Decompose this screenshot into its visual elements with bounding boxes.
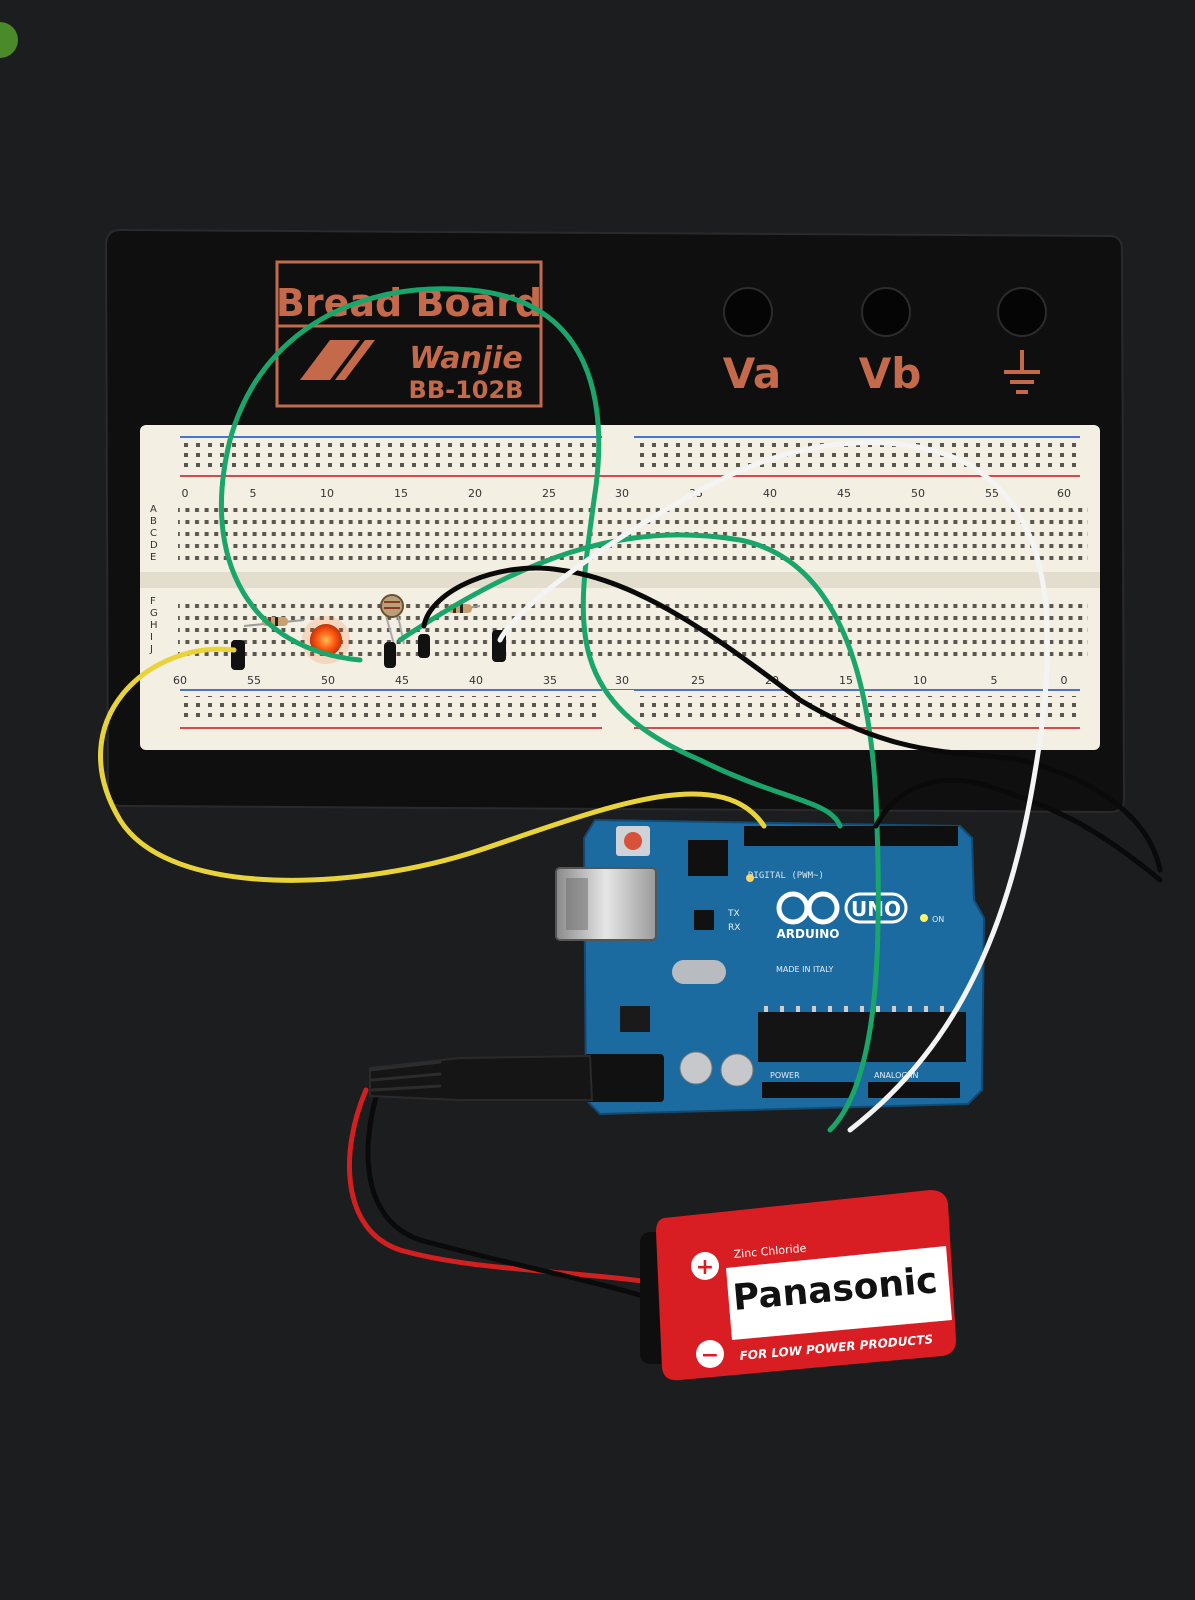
column-number: 30 <box>615 674 629 687</box>
top-column-numbers: 0 5 10 15 20 25 30 35 40 45 50 55 60 <box>182 487 1072 500</box>
plus-icon <box>691 1252 719 1280</box>
column-number: 25 <box>542 487 556 500</box>
column-number: 60 <box>1057 487 1071 500</box>
column-number: 20 <box>468 487 482 500</box>
microcontroller-chip <box>758 1006 966 1062</box>
plant-leaf <box>0 22 18 58</box>
on-label: ON <box>932 915 944 924</box>
battery-9v: + − Zinc Chloride Panasonic FOR LOW POWE… <box>640 1190 956 1381</box>
made-in-label: MADE IN ITALY <box>776 965 834 974</box>
usb-port <box>555 867 657 941</box>
rx-label: RX <box>728 923 740 933</box>
wire-red-battery <box>346 1087 653 1285</box>
digital-header: DIGITAL (PWM~) <box>744 826 958 881</box>
column-number: 15 <box>839 674 853 687</box>
wire-green-loop <box>219 286 843 829</box>
column-number: 10 <box>320 487 334 500</box>
column-number: 10 <box>913 674 927 687</box>
wire-black-battery <box>365 1087 653 1301</box>
led-l <box>746 874 754 882</box>
column-number: 40 <box>469 674 483 687</box>
battery-label-panel <box>726 1246 952 1340</box>
row-letter: A <box>150 504 157 515</box>
jumper-pin <box>384 642 396 668</box>
dc-power-jack <box>584 1054 664 1102</box>
reset-button-cap <box>624 832 642 850</box>
column-number: 55 <box>985 487 999 500</box>
column-number: 25 <box>691 674 705 687</box>
ground-icon <box>1004 350 1040 394</box>
battery-plus: + <box>696 1255 714 1280</box>
column-number: 0 <box>182 487 189 500</box>
led-red <box>302 616 350 664</box>
row-letter: C <box>150 528 157 539</box>
column-number: 40 <box>763 487 777 500</box>
wire-green-long <box>397 532 881 1133</box>
column-number: 5 <box>991 674 998 687</box>
battery-minus: − <box>701 1343 719 1368</box>
terminal-ground <box>997 287 1047 394</box>
jumper-pin <box>231 640 245 670</box>
digital-label: DIGITAL (PWM~) <box>748 871 824 881</box>
icsp-header <box>688 840 728 876</box>
tx-label: TX <box>727 909 740 919</box>
column-number: 0 <box>1061 674 1068 687</box>
wire-black-arduino <box>873 777 1163 883</box>
row-letter: D <box>150 540 158 551</box>
breadboard-logo: Bread Board Wanjie BB-102B <box>275 260 543 408</box>
column-number: 35 <box>543 674 557 687</box>
row-letter: E <box>150 552 156 563</box>
breadboard: Bread Board Wanjie BB-102B Va Vb <box>104 228 1126 814</box>
row-letters-left: A B C D E F G H I J <box>149 504 158 655</box>
wire-yellow <box>98 646 767 883</box>
battery-type: Zinc Chloride <box>733 1242 807 1261</box>
wire-black-breadboard <box>421 565 1163 873</box>
terminal-va-label: Va <box>723 349 782 398</box>
column-number: 30 <box>615 487 629 500</box>
arduino-uno-board: DIGITAL (PWM~) TX RX UNO ARDUINO ON MADE… <box>555 818 986 1116</box>
column-number: 60 <box>173 674 187 687</box>
wire-white <box>497 440 1050 1133</box>
row-letter: F <box>150 596 156 607</box>
terminal-vb-label: Vb <box>859 349 922 398</box>
column-number: 5 <box>250 487 257 500</box>
led-on <box>920 914 928 922</box>
row-letter: I <box>150 632 153 643</box>
column-number: 50 <box>911 487 925 500</box>
terminal-vb: Vb <box>859 287 922 398</box>
arduino-label: ARDUINO <box>777 927 840 941</box>
wanjie-logo-mark <box>300 340 375 380</box>
column-number: 50 <box>321 674 335 687</box>
power-label: POWER <box>770 1071 800 1080</box>
jumper-pin <box>418 634 430 658</box>
barrel-plug <box>368 1054 594 1101</box>
row-letter: B <box>150 516 157 527</box>
row-letter: G <box>150 608 158 619</box>
minus-icon <box>696 1340 724 1368</box>
terminal-va: Va <box>723 287 782 398</box>
power-header: POWER <box>762 1071 854 1098</box>
analog-label: ANALOG IN <box>874 1071 919 1080</box>
bottom-column-numbers: 60 55 50 45 40 35 30 25 20 15 10 5 0 <box>173 674 1068 687</box>
infinity-logo-icon <box>776 891 840 925</box>
capacitor <box>679 1051 754 1087</box>
voltage-regulator <box>620 1006 650 1032</box>
crystal-oscillator <box>672 960 726 984</box>
column-number: 45 <box>837 487 851 500</box>
breadboard-brand: Wanjie <box>409 341 523 376</box>
column-number: 15 <box>394 487 408 500</box>
column-number: 45 <box>395 674 409 687</box>
column-number: 55 <box>247 674 261 687</box>
row-letter: J <box>149 644 153 655</box>
smd-chip <box>694 910 714 930</box>
row-letter: H <box>150 620 158 631</box>
breadboard-logo-title: Bread Board <box>276 281 542 325</box>
wires <box>98 286 1163 1301</box>
breadboard-model: BB-102B <box>409 376 524 404</box>
